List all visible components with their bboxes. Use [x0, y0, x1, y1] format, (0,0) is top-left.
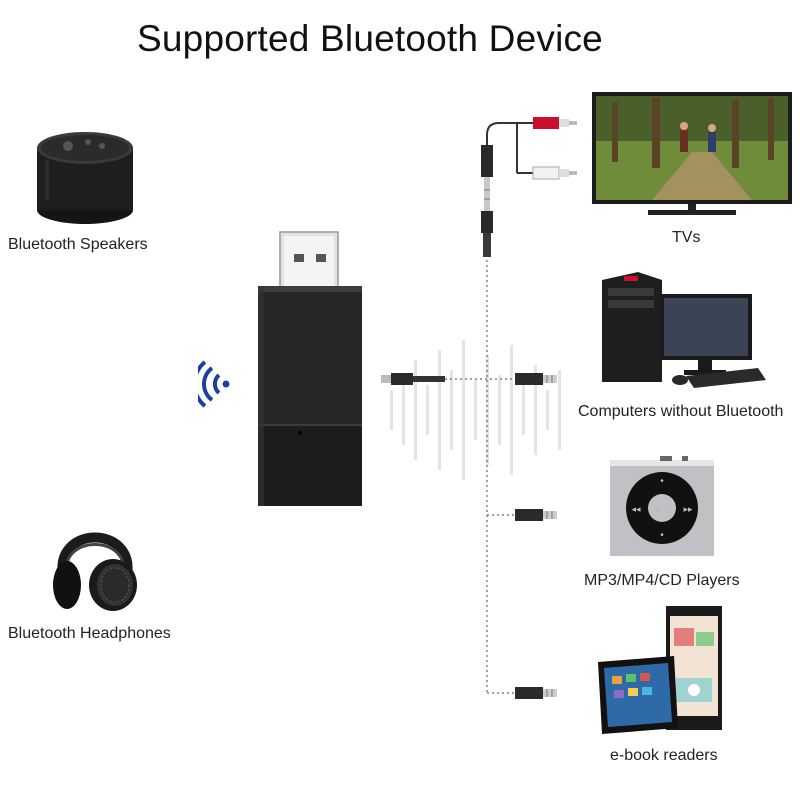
- svg-text:▶ ‖: ▶ ‖: [655, 504, 668, 514]
- mp3-player-image: ▶ ‖ • • ◂◂ ▸▸: [608, 456, 716, 560]
- tv-image: [592, 92, 792, 220]
- label-tvs: TVs: [672, 229, 701, 246]
- svg-text:•: •: [660, 476, 664, 487]
- label-computers-without-bluetooth: Computers without Bluetooth: [578, 403, 784, 420]
- computer-image: [598, 270, 768, 392]
- label-ebook-readers: e-book readers: [610, 747, 718, 764]
- sound-wave-background: [380, 340, 580, 480]
- bluetooth-signal-icon: [192, 360, 238, 410]
- usb-bluetooth-adapter: [250, 228, 370, 513]
- svg-text:•: •: [660, 530, 664, 541]
- ebook-reader-image: [596, 606, 726, 736]
- audio-jack-cable: [375, 95, 585, 710]
- svg-text:▸▸: ▸▸: [683, 504, 693, 514]
- svg-text:◂◂: ◂◂: [631, 504, 641, 514]
- label-bluetooth-headphones: Bluetooth Headphones: [8, 625, 171, 642]
- bluetooth-headphones-image: [45, 505, 145, 615]
- bluetooth-speaker-image: [30, 120, 140, 230]
- label-mp3-mp4-cd-players: MP3/MP4/CD Players: [584, 572, 740, 589]
- label-bluetooth-speakers: Bluetooth Speakers: [8, 236, 148, 253]
- page-title: Supported Bluetooth Device: [137, 18, 603, 59]
